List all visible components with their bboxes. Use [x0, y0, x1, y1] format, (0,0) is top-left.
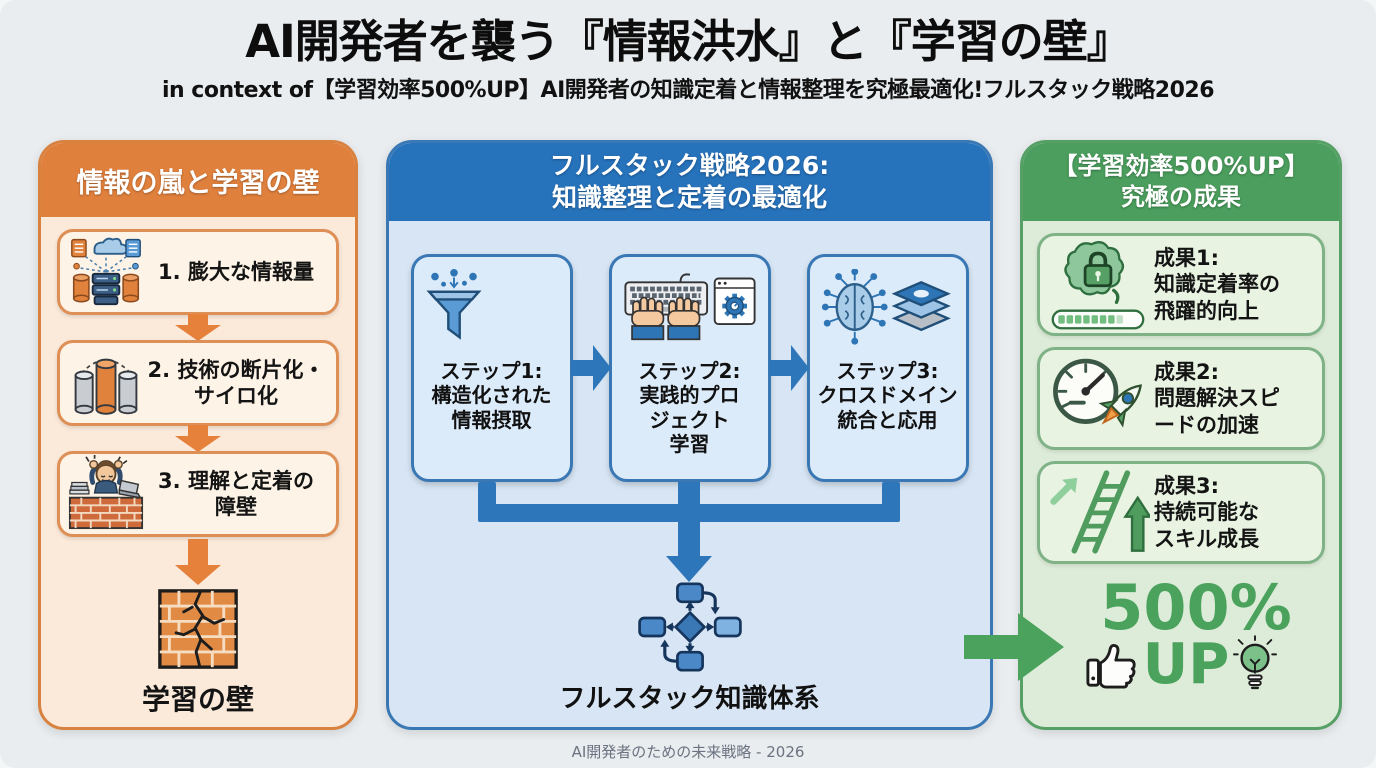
strategy-result: フルスタック知識体系: [389, 482, 990, 715]
step-card-3: ステップ3: クロスドメイン 統合と応用: [806, 254, 969, 482]
speedometer-rocket-icon: [1046, 349, 1150, 449]
step-3-label: ステップ3: クロスドメイン 統合と応用: [817, 359, 958, 432]
data-flood-icon: [68, 232, 144, 312]
step-card-1: ステップ1: 構造化された 情報摂取: [410, 254, 573, 482]
step-2-label: ステップ2: 実践的プロ ジェクト 学習: [638, 359, 741, 457]
flowchart-icon: [635, 582, 745, 676]
right-arrow-icon: [570, 345, 611, 391]
problem-item-3: 3. 理解と定着の 障壁: [57, 451, 339, 537]
panel-problems-body: 1. 膨大な情報量: [41, 217, 355, 718]
ladder-growth-icon: [1046, 463, 1153, 563]
result-3-label: 成果3: 持続可能な スキル成長: [1154, 474, 1259, 551]
down-arrow-icon: [175, 425, 221, 452]
right-arrow-icon: [768, 345, 809, 391]
panel-results: 【学習効率500%UP】 究極の成果: [1020, 140, 1342, 730]
silos-icon: [68, 343, 144, 423]
problem-item-3-label: 3. 理解と定着の 障壁: [158, 468, 314, 519]
panel-problems: 情報の嵐と学習の壁: [38, 140, 358, 730]
result-card-2: 成果2: 問題解決スピ ードの加速: [1037, 347, 1325, 450]
cracked-wall-icon: [157, 588, 239, 674]
problem-item-2: 2. 技術の断片化・ サイロ化: [57, 340, 339, 426]
step-1-label: ステップ1: 構造化された 情報摂取: [431, 359, 552, 432]
brain-lock-progress-icon: [1046, 235, 1150, 335]
overwhelmed-developer-icon: [68, 454, 144, 534]
merge-connector: [478, 482, 900, 582]
panel-results-body: 成果1: 知識定着率の 飛躍的向上: [1023, 221, 1339, 695]
panel-strategy: フルスタック戦略2026: 知識整理と定着の最適化: [386, 140, 993, 730]
down-arrow-icon: [175, 539, 221, 585]
step-1-icons: [425, 269, 559, 349]
footer-caption: AI開発者のための未来戦略 - 2026: [571, 743, 805, 761]
problem-item-2-label: 2. 技術の断片化・ サイロ化: [147, 357, 325, 408]
header: AI開発者を襲う『情報洪水』と『学習の壁』 in context of【学習効率…: [0, 0, 1376, 104]
panel-problems-header: 情報の嵐と学習の壁: [41, 143, 355, 217]
knowledge-system-label: フルスタック知識体系: [559, 684, 820, 714]
steps-row: ステップ1: 構造化された 情報摂取: [389, 254, 990, 482]
step-card-2: ステップ2: 実践的プロ ジェクト 学習: [608, 254, 771, 482]
learning-wall-label: 学習の壁: [141, 683, 254, 716]
lightbulb-icon: [1233, 635, 1278, 695]
stat-500-up: 500% UP: [1070, 577, 1292, 695]
page-title: AI開発者を襲う『情報洪水』と『学習の壁』: [245, 15, 1132, 68]
panel-strategy-header: フルスタック戦略2026: 知識整理と定着の最適化: [389, 143, 990, 221]
stat-suffix: UP: [1142, 632, 1230, 697]
thumbs-up-icon: [1085, 636, 1139, 694]
panel-results-header: 【学習効率500%UP】 究極の成果: [1023, 143, 1339, 221]
result-card-1: 成果1: 知識定着率の 飛躍的向上: [1037, 233, 1325, 336]
step-3-icons: [821, 268, 955, 349]
transformation-arrow-icon: [964, 613, 1064, 681]
result-2-label: 成果2: 問題解決スピ ードの加速: [1154, 360, 1280, 437]
stat-value: 500%: [1100, 571, 1292, 644]
result-card-3: 成果3: 持続可能な スキル成長: [1037, 461, 1325, 564]
problem-item-1: 1. 膨大な情報量: [57, 229, 339, 315]
step-2-icons: [623, 269, 757, 349]
down-arrow-icon: [175, 314, 221, 341]
result-1-label: 成果1: 知識定着率の 飛躍的向上: [1154, 246, 1280, 323]
problem-item-1-label: 1. 膨大な情報量: [158, 259, 314, 284]
page-subtitle: in context of【学習効率500%UP】AI開発者の知識定着と情報整理…: [161, 77, 1215, 103]
